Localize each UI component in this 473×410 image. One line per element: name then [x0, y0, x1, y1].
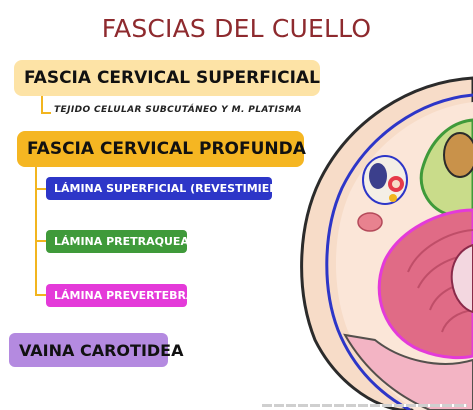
vaina-carotidea-label: VAINA CAROTIDEA — [19, 340, 184, 360]
lamina-prevertebral-box: LÁMINA PREVERTEBRAL — [46, 284, 202, 307]
lamina-pretraqueal-label: LÁMINA PRETRAQUEAL — [54, 235, 196, 248]
neck-cross-section-illustration — [300, 76, 473, 410]
connector-lamina-pretraqueal — [35, 240, 46, 242]
connector-superficial-vertical — [41, 96, 43, 113]
lamina-pretraqueal-box: LÁMINA PRETRAQUEAL — [46, 230, 196, 253]
fascia-superficial-label: FASCIA CERVICAL SUPERFICIAL — [24, 68, 320, 88]
fascia-superficial-subtext: TEJIDO CELULAR SUBCUTÁNEO Y M. PLATISMA — [54, 105, 302, 115]
lamina-superficial-box: LÁMINA SUPERFICIAL (REVESTIMIENTO) — [46, 177, 300, 200]
connector-lamina-superficial — [35, 188, 46, 190]
vaina-carotidea-box: VAINA CAROTIDEA — [9, 333, 183, 367]
lamina-superficial-label: LÁMINA SUPERFICIAL (REVESTIMIENTO) — [54, 182, 301, 195]
lamina-prevertebral-label: LÁMINA PREVERTEBRAL — [54, 289, 202, 302]
connector-profunda-vertical — [35, 167, 37, 295]
source-footnote-decoration — [262, 404, 467, 407]
connector-lamina-prevertebral — [35, 294, 46, 296]
page-title: FASCIAS DEL CUELLO — [101, 14, 372, 43]
fascia-profunda-box: FASCIA CERVICAL PROFUNDA — [17, 131, 306, 167]
fascia-profunda-label: FASCIA CERVICAL PROFUNDA — [27, 139, 306, 159]
fascia-superficial-box: FASCIA CERVICAL SUPERFICIAL — [14, 60, 320, 96]
connector-superficial-horizontal — [41, 112, 51, 114]
